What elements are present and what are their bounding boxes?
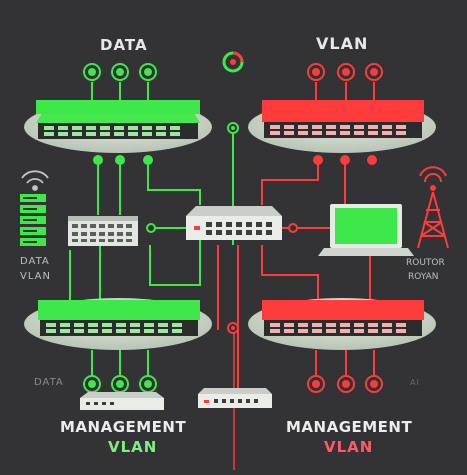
data-switch-bottom <box>24 298 212 350</box>
data-switch-top <box>24 100 212 153</box>
label-management-right-vlan: VLAN <box>324 438 374 456</box>
network-switch-icon <box>186 206 282 240</box>
status-ring-icon <box>222 51 244 73</box>
vlan-switch-top <box>248 100 436 153</box>
label-management-left: MANAGEMENT <box>60 418 187 436</box>
patch-panel-left <box>68 216 138 246</box>
endpoint-node-icon <box>307 350 383 393</box>
junction-dots <box>93 122 377 334</box>
green-links <box>69 100 234 305</box>
laptop-icon <box>318 204 414 256</box>
label-ai-bottom: AI <box>410 378 420 387</box>
label-router-line2: ROYAN <box>408 272 439 282</box>
label-vlan-top: VLAN <box>316 34 369 53</box>
endpoint-node-icon <box>83 63 157 100</box>
wifi-signal-icon <box>21 170 49 191</box>
label-data-bottom: DATA <box>34 377 64 388</box>
label-data-top: DATA <box>100 36 148 54</box>
label-data-vlan-line2: VLAN <box>20 271 51 282</box>
label-router-line1: ROUTOR <box>406 258 445 268</box>
label-data-vlan-line1: DATA <box>20 256 50 267</box>
endpoint-node-icon <box>307 63 383 100</box>
vlan-switch-bottom <box>248 298 436 350</box>
label-management-right: MANAGEMENT <box>286 418 413 436</box>
router-icon <box>198 388 272 408</box>
label-management-left-vlan: VLAN <box>108 438 158 456</box>
server-rack-icon <box>20 194 46 246</box>
red-links <box>217 160 371 400</box>
endpoint-node-icon <box>83 350 157 393</box>
radio-tower-icon <box>417 166 449 249</box>
router-icon <box>80 392 164 410</box>
